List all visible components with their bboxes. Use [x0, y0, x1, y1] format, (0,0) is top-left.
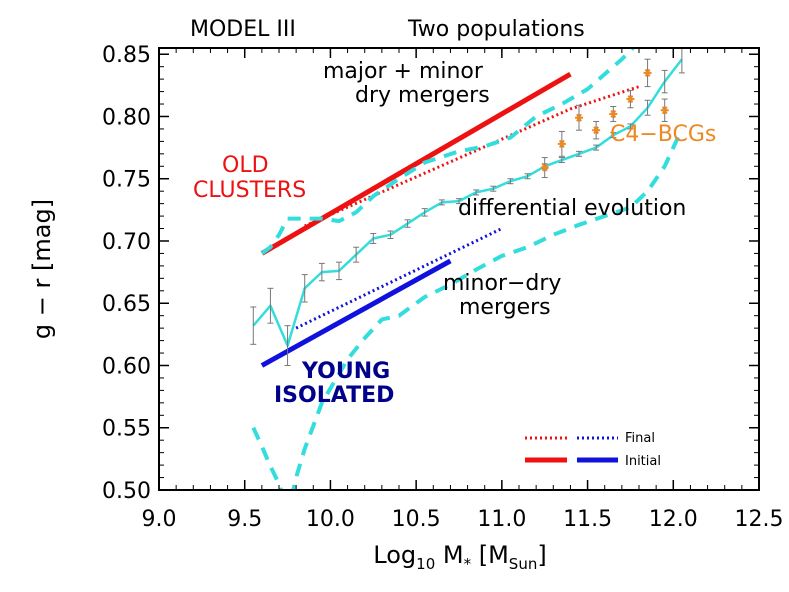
model-mean-errorbar [473, 189, 480, 196]
bcg-point [592, 120, 601, 140]
y-tick-label: 0.50 [102, 479, 151, 504]
x-tick-label: 11.5 [563, 507, 612, 532]
bcg-point [557, 130, 566, 157]
annotation-differential-evolution: differential evolution [458, 196, 686, 221]
model-mean-errorbar [576, 150, 582, 157]
lower-envelope-line [251, 128, 684, 490]
annotation-dry-mergers: dry mergers [355, 83, 490, 108]
model-mean-errorbar [387, 230, 394, 239]
x-tick-label: 11.0 [477, 507, 526, 532]
bcg-asterisk-stroke [541, 163, 548, 172]
y-tick-label: 0.80 [102, 105, 151, 130]
model-mean-errorbar [490, 185, 497, 192]
y-axis-title: g − r [mag] [28, 199, 56, 339]
header-model-label: MODEL III [190, 17, 296, 42]
model-mean-errorbar [661, 69, 668, 94]
x-axis-title-bracket: [M [471, 541, 509, 569]
legend-final-label: Final [625, 431, 655, 446]
header-populations-label: Two populations [407, 17, 585, 42]
y-tick-label: 0.60 [102, 354, 151, 379]
plot-area [250, 48, 685, 490]
annotation-isolated: ISOLATED [274, 383, 394, 408]
model-mean-errorbar [421, 208, 428, 217]
x-axis-title-sub10: 10 [416, 555, 435, 573]
model-mean-errorbar [250, 306, 257, 345]
x-axis-title-close: ] [537, 541, 546, 569]
model-mean-errorbar [353, 246, 360, 263]
model-mean-errorbar [678, 48, 685, 74]
young-isolated-final-line [295, 227, 503, 330]
x-tick-label: 10.0 [306, 507, 355, 532]
model-mean-errorbar [644, 99, 651, 116]
bcg-point [660, 98, 669, 122]
bcg-point [575, 104, 583, 131]
annotation-old: OLD [222, 153, 269, 178]
model-mean-errorbar [593, 144, 600, 151]
annotation-clusters: CLUSTERS [193, 178, 306, 203]
y-tick-label: 0.75 [102, 168, 151, 193]
model-mean-errorbar [370, 233, 377, 244]
annotation-minor-dry: minor−dry [443, 271, 561, 296]
bcg-point [609, 106, 618, 122]
model-mean-errorbar [507, 178, 514, 185]
bcg-point [643, 58, 652, 88]
model-mean-errorbar [284, 325, 291, 366]
annotation-young: YOUNG [301, 359, 390, 384]
x-tick-label: 12.5 [735, 507, 784, 532]
y-tick-label: 0.85 [102, 43, 151, 68]
plot-frame [158, 47, 760, 491]
x-axis-title-sun: Sun [509, 555, 538, 573]
model-mean-errorbar [627, 123, 634, 130]
model-mean-errorbar [404, 219, 411, 228]
y-tick-label: 0.70 [102, 230, 151, 255]
model-mean-errorbar [301, 274, 308, 303]
model-mean-errorbar [456, 198, 462, 205]
bcg-point [540, 157, 549, 178]
model-mean-errorbar [610, 132, 617, 139]
y-tick-label: 0.55 [102, 417, 151, 442]
bcg-asterisk-stroke [610, 110, 617, 118]
y-tick-label: 0.65 [102, 292, 151, 317]
model-mean-errorbar [438, 199, 445, 206]
legend: Final Initial [525, 431, 661, 469]
bcg-asterisk-stroke [627, 95, 634, 104]
model-mean-errorbar [336, 261, 342, 281]
x-axis-title: Log10 M* [MSun] [373, 541, 546, 573]
bcg-asterisk-stroke [661, 106, 668, 115]
x-axis-title-m: M [435, 541, 463, 569]
legend-initial-label: Initial [625, 454, 661, 469]
young-isolated-initial-line [260, 258, 452, 368]
annotation-mergers: mergers [459, 295, 551, 320]
model-mean-errorbar [558, 157, 565, 164]
x-tick-label: 10.5 [392, 507, 441, 532]
bcg-asterisk-stroke [593, 126, 600, 135]
old-clusters-final-line [304, 85, 640, 228]
x-tick-label: 12.0 [649, 507, 698, 532]
model-mean-errorbar [267, 287, 274, 324]
model-mean-errorbar [318, 262, 325, 282]
bcg-point [626, 89, 635, 109]
axis-ticks: 9.0 9.5 10.0 10.5 11.0 11.5 12.0 12.5 0.50 0.55 0.… [102, 43, 783, 532]
old-clusters-initial-line [260, 71, 572, 256]
upper-envelope-line [260, 48, 636, 256]
annotation-c4-bcgs: C4−BCGs [610, 122, 716, 147]
annotation-major-minor: major + minor [323, 59, 484, 84]
x-axis-title-star: * [464, 555, 472, 573]
x-tick-label: 9.0 [142, 507, 177, 532]
bcg-asterisk-stroke [558, 139, 565, 148]
x-tick-label: 9.5 [227, 507, 262, 532]
model-mean-errorbar [524, 173, 531, 180]
x-axis-title-log: Log [373, 541, 416, 569]
bcg-asterisk-stroke [644, 68, 651, 77]
bcg-asterisk-stroke [576, 113, 582, 122]
